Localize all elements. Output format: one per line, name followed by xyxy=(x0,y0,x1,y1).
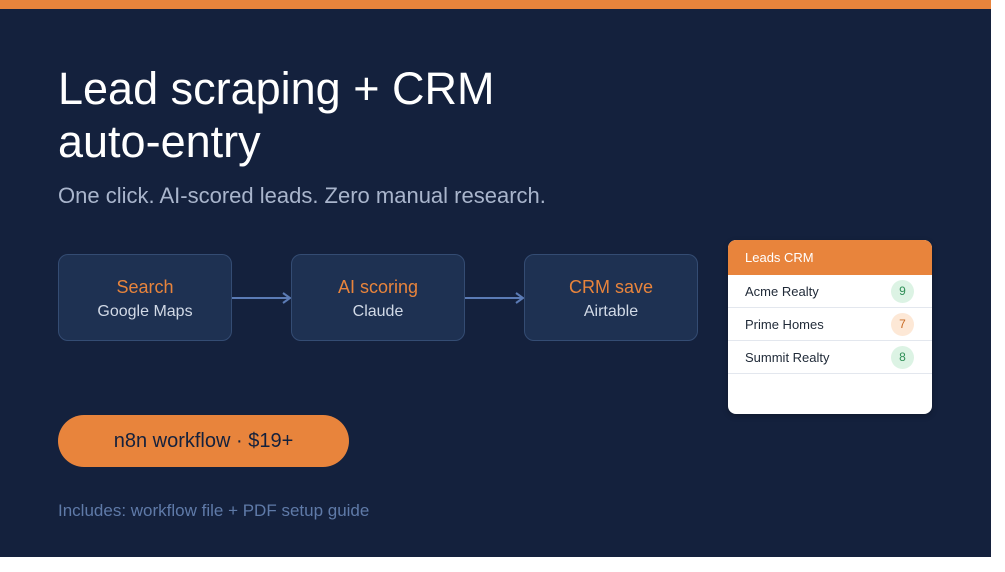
page-title: Lead scraping + CRM auto-entry xyxy=(58,62,678,168)
lead-score-badge: 8 xyxy=(891,346,914,369)
crm-lead-row: Prime Homes 7 xyxy=(728,308,932,341)
step-tool: Airtable xyxy=(583,303,639,320)
step-name: AI scoring xyxy=(337,277,419,297)
title-line-1: Lead scraping + CRM xyxy=(58,63,495,114)
lead-name: Acme Realty xyxy=(745,284,819,299)
lead-score-badge: 7 xyxy=(891,313,914,336)
lead-name: Prime Homes xyxy=(745,317,824,332)
leads-crm-card: Leads CRM Acme Realty 9 Prime Homes 7 Su… xyxy=(728,240,932,414)
crm-lead-row: Acme Realty 9 xyxy=(728,275,932,308)
crm-lead-row: Summit Realty 8 xyxy=(728,341,932,374)
step-name: Search xyxy=(116,277,174,297)
arrow-right-icon xyxy=(232,292,292,304)
buy-workflow-button[interactable]: n8n workflow · $19+ xyxy=(58,415,349,467)
crm-card-title: Leads CRM xyxy=(728,240,932,275)
pipeline-step-search: Search Google Maps xyxy=(58,254,232,341)
title-line-2: auto-entry xyxy=(58,116,261,167)
step-name: CRM save xyxy=(568,277,653,297)
pipeline-step-crm-save: CRM save Airtable xyxy=(524,254,698,341)
step-tool: Claude xyxy=(352,303,404,320)
arrow-right-icon xyxy=(465,292,525,304)
subtitle: One click. AI-scored leads. Zero manual … xyxy=(58,183,546,208)
top-accent-bar xyxy=(0,0,991,9)
includes-note: Includes: workflow file + PDF setup guid… xyxy=(58,501,370,520)
lead-score-badge: 9 xyxy=(891,280,914,303)
slide: Lead scraping + CRM auto-entry One click… xyxy=(0,0,991,557)
pipeline-step-ai-scoring: AI scoring Claude xyxy=(291,254,465,341)
lead-name: Summit Realty xyxy=(745,350,830,365)
step-tool: Google Maps xyxy=(97,303,193,320)
